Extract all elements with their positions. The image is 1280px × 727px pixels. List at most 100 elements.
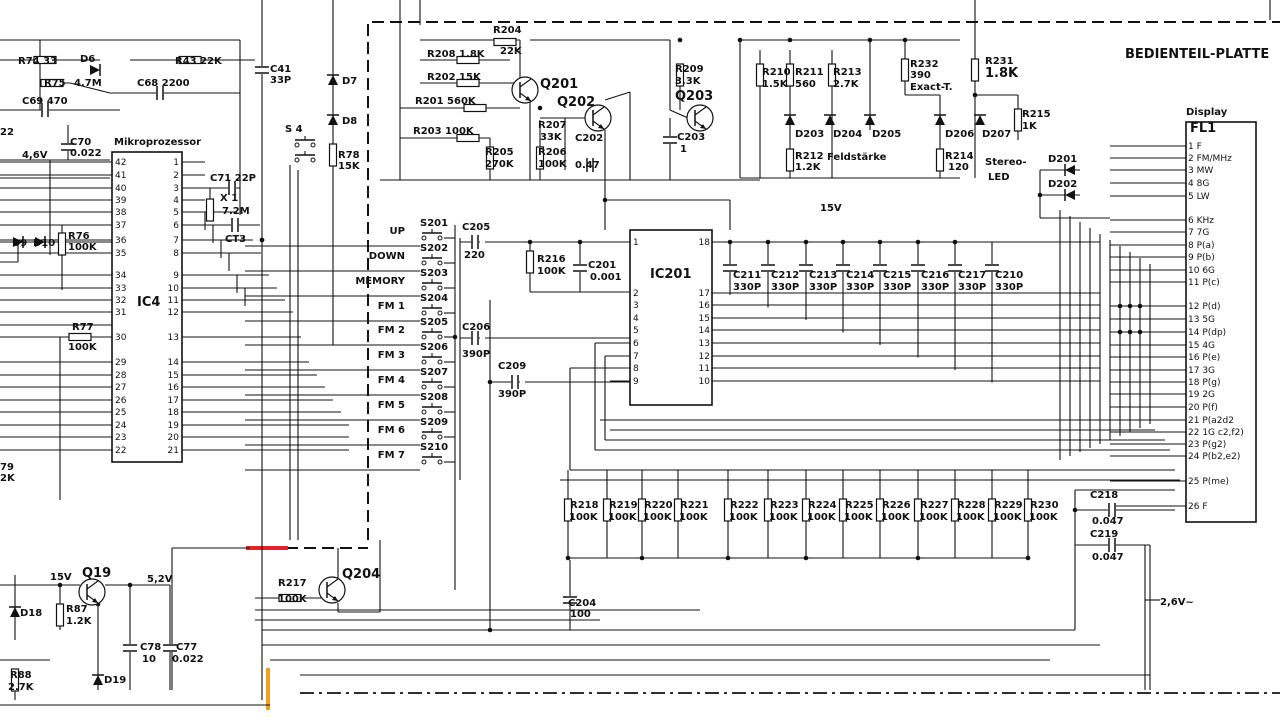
label-n22: 22 bbox=[0, 127, 14, 138]
label-d6: D6 bbox=[80, 54, 95, 65]
switch-S202 bbox=[421, 254, 443, 266]
diode-body bbox=[1065, 190, 1075, 200]
capacitor-C216 bbox=[911, 264, 925, 272]
capacitor-c70 bbox=[61, 143, 75, 151]
junction-dot bbox=[1117, 329, 1123, 335]
cap-gap bbox=[563, 596, 577, 604]
cap-gap bbox=[231, 218, 239, 232]
transistor-collector bbox=[326, 578, 339, 588]
junction-dot bbox=[915, 555, 921, 561]
resistor-led-0 bbox=[755, 63, 765, 87]
cap-gap bbox=[123, 644, 137, 652]
diode-d18 bbox=[9, 606, 21, 617]
switch-contact bbox=[437, 310, 443, 316]
label-c68: C68 2200 bbox=[137, 78, 190, 89]
switch-contact bbox=[437, 459, 443, 465]
label-r217: R217 bbox=[278, 578, 307, 589]
display-pin-14: 15 4G bbox=[1188, 341, 1215, 351]
ic4-pin-21: 21 bbox=[168, 446, 179, 456]
diode-body bbox=[35, 237, 45, 247]
resistor-R230 bbox=[1023, 498, 1033, 522]
label-c206v: 390P bbox=[462, 349, 490, 360]
ic4-pin-1: 1 bbox=[173, 158, 179, 168]
capacitor-c218 bbox=[1108, 503, 1116, 517]
junction-dot bbox=[577, 239, 583, 245]
switch-label-S206: FM 3 bbox=[378, 350, 405, 361]
label-stereo: Stereo- bbox=[985, 157, 1027, 168]
label-x1: X 1 bbox=[220, 193, 238, 204]
res-ref-R219: R219 bbox=[609, 500, 638, 511]
ic4-pin-5: 5 bbox=[173, 208, 179, 218]
junction-dot bbox=[527, 239, 533, 245]
switch-S208 bbox=[421, 403, 443, 415]
transistor-collector bbox=[592, 106, 605, 116]
switch-contact bbox=[437, 409, 443, 415]
cap-val-C210: 330P bbox=[995, 282, 1023, 293]
cap-ref-C213: C213 bbox=[809, 270, 837, 281]
label-c218: C218 bbox=[1090, 490, 1118, 501]
diode-body bbox=[328, 115, 338, 125]
ic201-pin-8: 8 bbox=[633, 364, 639, 374]
label-v15b: 15V bbox=[50, 572, 72, 583]
capacitor-C211 bbox=[723, 264, 737, 272]
label-d10: D10 bbox=[33, 238, 55, 249]
switch-contact bbox=[437, 434, 443, 440]
label-r232v: 390 bbox=[910, 70, 931, 81]
res-val-R223: 100K bbox=[769, 512, 799, 523]
junction-dot bbox=[1072, 507, 1078, 513]
junction-dot bbox=[787, 37, 793, 43]
diode-body bbox=[10, 607, 20, 617]
wire bbox=[604, 91, 631, 101]
ic4-pin-12: 12 bbox=[168, 308, 179, 318]
ic4-pin-34: 34 bbox=[115, 271, 127, 281]
transistor-body bbox=[584, 104, 612, 132]
res-val-R218: 100K bbox=[569, 512, 599, 523]
cap-gap bbox=[471, 331, 479, 345]
diode-d202 bbox=[1064, 189, 1075, 201]
ic4-name: IC4 bbox=[137, 295, 160, 310]
resistor-r75 bbox=[40, 78, 64, 88]
ic4-pin-16: 16 bbox=[168, 383, 180, 393]
junction-dot bbox=[1025, 555, 1031, 561]
ic4-pin-38: 38 bbox=[115, 208, 127, 218]
ic201-pin-16: 16 bbox=[699, 301, 711, 311]
display-pin-25: 26 F bbox=[1188, 502, 1208, 512]
res-val-R220: 100K bbox=[643, 512, 673, 523]
capacitor-c202 bbox=[586, 158, 594, 172]
resistor-R225 bbox=[838, 498, 848, 522]
res-ref-R226: R226 bbox=[882, 500, 911, 511]
switch-contact bbox=[421, 434, 427, 440]
ic201-name: IC201 bbox=[650, 267, 692, 282]
label-c201v: 0.001 bbox=[590, 272, 622, 283]
label-r215: R215 bbox=[1022, 109, 1051, 120]
resistor-r214 bbox=[935, 148, 945, 172]
switch-s4b bbox=[294, 151, 316, 163]
ic4-title: Mikroprozessor bbox=[114, 137, 201, 148]
junction-dot bbox=[639, 555, 645, 561]
switch-S206 bbox=[421, 353, 443, 365]
transistor-arrow bbox=[525, 96, 531, 101]
switch-S209 bbox=[421, 428, 443, 440]
label-d201: D201 bbox=[1048, 154, 1077, 165]
cap-gap bbox=[255, 66, 269, 74]
label-c71: C71 22P bbox=[210, 173, 256, 184]
capacitor-c201 bbox=[573, 264, 587, 272]
junction-dot bbox=[1137, 329, 1143, 335]
label-r212: R212 bbox=[795, 151, 824, 162]
label-c70: C70 bbox=[70, 137, 91, 148]
label-c70v: 0.022 bbox=[70, 148, 102, 159]
components bbox=[9, 37, 1257, 692]
cap-gap bbox=[836, 264, 850, 272]
diode-d19 bbox=[92, 674, 104, 685]
label-r213v: 2.7K bbox=[833, 79, 860, 90]
led-2 bbox=[864, 114, 876, 125]
cap-gap bbox=[471, 235, 479, 249]
cap-val-C211: 330P bbox=[733, 282, 761, 293]
res-ref-R229: R229 bbox=[994, 500, 1023, 511]
ic4-pin-32: 32 bbox=[115, 296, 126, 306]
cap-val-C213: 330P bbox=[809, 282, 837, 293]
resistor-r232 bbox=[900, 58, 910, 82]
ic4-pin-35: 35 bbox=[115, 249, 126, 259]
capacitor-C213 bbox=[799, 264, 813, 272]
